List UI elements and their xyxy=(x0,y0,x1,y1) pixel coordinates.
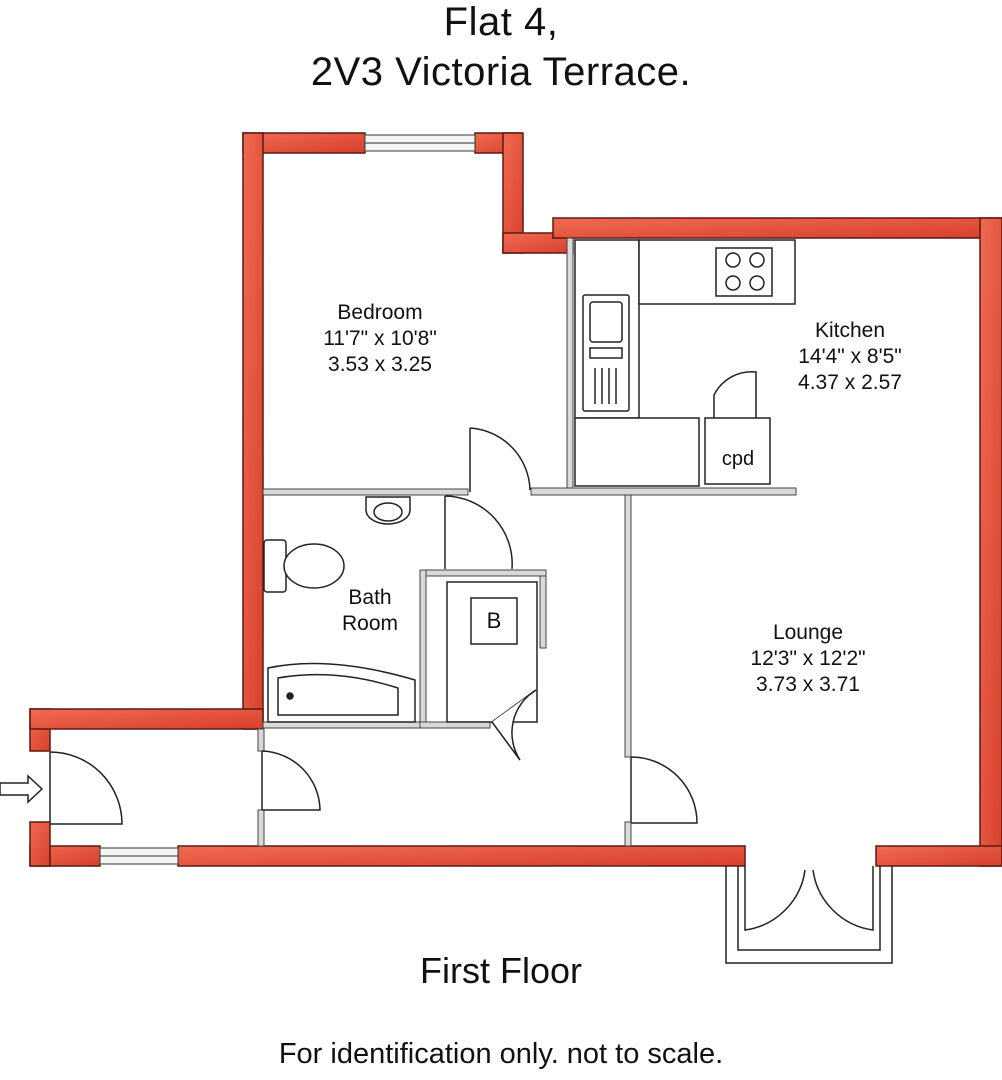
floor-label: First Floor xyxy=(420,950,582,991)
boiler-label: B xyxy=(486,608,502,633)
bathroom-line1: Bath xyxy=(348,586,392,609)
external-walls xyxy=(29,132,1002,867)
kitchen-name: Kitchen xyxy=(814,319,886,342)
bathroom-door xyxy=(444,495,513,570)
disclaimer: For identification only. not to scale. xyxy=(278,1038,724,1070)
kitchen-imperial: 14'4" x 8'5" xyxy=(798,345,902,368)
kitchen-label: Kitchen 14'4" x 8'5" 4.37 x 2.57 xyxy=(760,318,940,396)
hall-door xyxy=(261,750,321,811)
balcony-french-doors xyxy=(725,866,893,964)
plan-title-line1: Flat 4, xyxy=(443,0,559,44)
lounge-door xyxy=(630,756,698,824)
boiler-cupboard xyxy=(446,581,538,761)
bedroom-metric: 3.53 x 3.25 xyxy=(328,353,432,376)
sink xyxy=(582,294,630,412)
windows xyxy=(99,134,476,865)
hob xyxy=(715,247,773,297)
cupboard-label: cpd xyxy=(721,448,755,470)
lounge-metric: 3.73 x 3.71 xyxy=(756,673,860,696)
bathtub xyxy=(267,662,416,723)
lounge-imperial: 12'3" x 12'2" xyxy=(750,647,866,670)
bathroom-line2: Room xyxy=(341,612,399,635)
basin xyxy=(365,496,411,525)
cupboard-door xyxy=(713,371,757,418)
lounge-label: Lounge 12'3" x 12'2" 3.73 x 3.71 xyxy=(718,620,898,698)
entrance-door xyxy=(49,751,123,825)
lounge-name: Lounge xyxy=(772,621,844,644)
internal-walls xyxy=(257,237,797,847)
kitchen-metric: 4.37 x 2.57 xyxy=(798,371,902,394)
bedroom-imperial: 11'7" x 10'8" xyxy=(323,327,437,350)
bedroom-name: Bedroom xyxy=(337,301,423,324)
plan-title-line2: 2V3 Victoria Terrace. xyxy=(310,50,692,94)
bedroom-label: Bedroom 11'7" x 10'8" 3.53 x 3.25 xyxy=(290,300,470,378)
entrance-arrow xyxy=(0,774,44,804)
bathroom-label: Bath Room xyxy=(320,585,420,637)
toilet xyxy=(263,539,345,593)
bedroom-door xyxy=(469,427,531,492)
